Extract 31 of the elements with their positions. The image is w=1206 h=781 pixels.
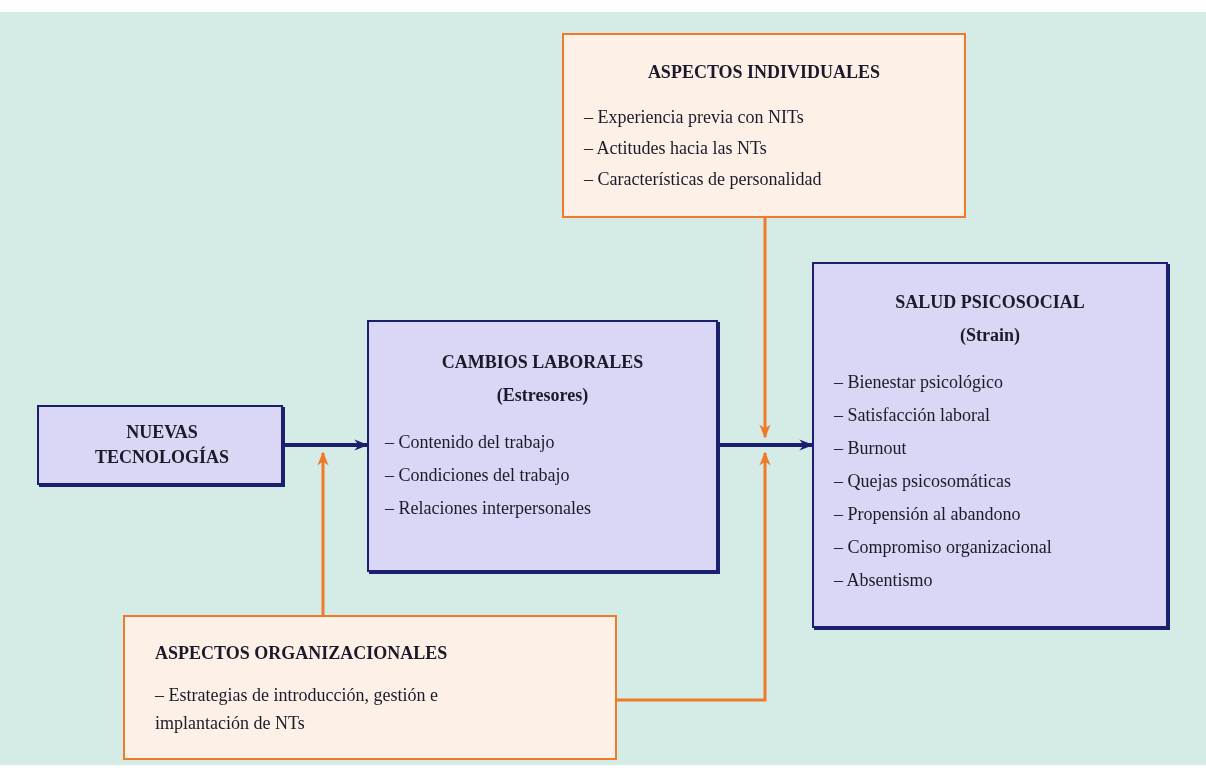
arrow <box>317 451 329 615</box>
box-heading: NUEVAS TECNOLOGÍAS <box>93 421 230 469</box>
arrow <box>617 451 771 702</box>
box-heading: CAMBIOS LABORALES <box>440 351 645 374</box>
list-item: – Quejas psicosomáticas <box>834 470 1012 493</box>
list-item: – Absentismo <box>834 569 934 592</box>
aspects-box <box>562 33 966 218</box>
process-box <box>812 262 1168 628</box>
process-box <box>37 405 283 485</box>
list-item: – Burnout <box>834 437 908 460</box>
list-item: – Compromiso organizacional <box>834 536 1053 559</box>
box-heading: SALUD PSICOSOCIAL <box>894 291 1086 314</box>
box-heading: (Strain) <box>959 324 1021 347</box>
list-item: – Experiencia previa con NITs <box>584 106 805 129</box>
list-item: – Bienestar psicológico <box>834 371 1004 394</box>
arrow <box>718 439 814 451</box>
list-item: – Estrategias de introducción, gestión e implantación de NTs <box>155 684 439 735</box>
arrow <box>759 218 771 439</box>
list-item: – Propensión al abandono <box>834 503 1022 526</box>
list-item: – Relaciones interpersonales <box>385 497 592 520</box>
box-heading: (Estresores) <box>495 384 590 407</box>
aspects-box <box>123 615 617 760</box>
box-heading: ASPECTOS ORGANIZACIONALES <box>155 642 449 665</box>
list-item: – Satisfacción laboral <box>834 404 991 427</box>
list-item: – Contenido del trabajo <box>385 431 556 454</box>
list-item: – Actitudes hacia las NTs <box>584 137 768 160</box>
list-item: – Características de personalidad <box>584 168 823 191</box>
list-item: – Condiciones del trabajo <box>385 464 571 487</box>
arrow <box>283 439 369 451</box>
process-box <box>367 320 718 572</box>
box-heading: ASPECTOS INDIVIDUALES <box>646 61 882 84</box>
